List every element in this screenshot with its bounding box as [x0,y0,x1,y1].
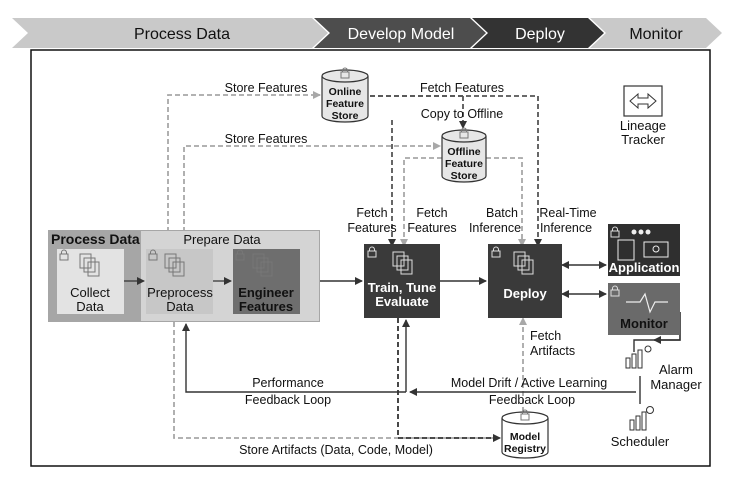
scheduler: Scheduler [611,406,670,449]
svg-text:Store: Store [451,170,478,182]
train-tune-evaluate: Train, Tune Evaluate [364,244,440,318]
svg-text:Features: Features [239,299,293,314]
label-store-features-1: Store Features [225,81,308,95]
phase-banner: Process Data Develop Model Deploy Monito… [12,18,722,48]
svg-text:Deploy: Deploy [503,286,547,301]
label-fetch-features-b-2: Features [407,221,456,235]
phase-process-data [12,18,328,48]
label-performance-loop-2: Feedback Loop [245,393,331,407]
lineage-tracker: Lineage Tracker [620,85,666,147]
phase-develop-model [314,18,486,48]
monitor-box: Monitor [608,283,680,335]
phase-label-deploy: Deploy [515,26,565,43]
online-feature-store: Online Feature Store [321,67,369,123]
svg-text:Feature: Feature [445,158,483,170]
process-data-group: Process Data Prepare Data Collect Data P… [48,230,320,322]
label-fetch-artifacts-1: Fetch [530,329,561,343]
label-store-features-2: Store Features [225,132,308,146]
solid-flow-lines [182,261,681,404]
svg-text:Engineer: Engineer [238,285,294,300]
svg-text:Collect: Collect [70,285,110,300]
label-realtime-inference-1: Real-Time [539,206,596,220]
dashed-feature-lines [167,91,542,442]
phase-label-develop: Develop Model [348,26,455,43]
svg-text:Alarm: Alarm [659,362,693,377]
svg-text:Model: Model [510,431,540,443]
svg-text:Lineage: Lineage [620,118,666,133]
step-engineer-features: Engineer Features [233,249,300,314]
label-realtime-inference-2: Inference [540,221,592,235]
svg-text:Train, Tune: Train, Tune [368,280,436,295]
svg-text:Tracker: Tracker [621,132,665,147]
phase-deploy [472,18,604,48]
label-fetch-features-a-1: Fetch [356,206,387,220]
step-preprocess-data: Preprocess Data [146,249,213,314]
label-store-artifacts: Store Artifacts (Data, Code, Model) [239,443,433,457]
line-performance-feedback [182,323,406,393]
process-data-title: Process Data [51,231,140,247]
svg-text:Data: Data [76,299,104,314]
svg-text:Registry: Registry [504,443,546,455]
deploy-step: Deploy [488,244,562,318]
line-train-to-registry [397,318,501,442]
line-batch-inference [486,157,526,247]
line-fetch-features-deploy [370,95,542,247]
svg-text:Preprocess: Preprocess [147,285,213,300]
svg-text:Monitor: Monitor [620,316,668,331]
label-batch-inference-2: Inference [469,221,521,235]
svg-text:Evaluate: Evaluate [375,294,428,309]
svg-text:Application: Application [609,260,680,275]
step-collect-data: Collect Data [57,249,124,314]
model-registry: Model Registry [501,409,549,459]
line-store-features-online [167,91,321,232]
svg-text:Scheduler: Scheduler [611,434,670,449]
prepare-data-title: Prepare Data [183,232,261,247]
phase-monitor [590,18,722,48]
label-fetch-features-top: Fetch Features [420,81,504,95]
line-store-artifacts [173,322,501,442]
svg-text:Feature: Feature [326,98,364,110]
label-fetch-features-b-1: Fetch [416,206,447,220]
label-fetch-features-a-2: Features [347,221,396,235]
offline-feature-store: Offline Feature Store [441,127,487,183]
edge-labels: Store Features Store Features Fetch Feat… [225,81,608,457]
label-drift-loop-2: Feedback Loop [489,393,575,407]
line-store-features-offline [183,142,441,232]
label-drift-loop-1: Model Drift / Active Learning [451,376,607,390]
alarm-manager: Alarm Manager [625,345,702,392]
application-box: Application [608,224,680,276]
svg-text:Offline: Offline [447,146,480,158]
label-copy-to-offline: Copy to Offline [421,107,504,121]
phase-label-process: Process Data [134,26,230,43]
svg-text:Manager: Manager [650,377,702,392]
line-fetch-features-train-b [400,157,442,247]
svg-text:Online: Online [329,86,362,98]
label-fetch-artifacts-2: Artifacts [530,344,575,358]
label-batch-inference-1: Batch [486,206,518,220]
svg-text:Store: Store [332,110,359,122]
label-performance-loop-1: Performance [252,376,324,390]
phase-label-monitor: Monitor [629,26,683,43]
svg-text:Data: Data [166,299,194,314]
